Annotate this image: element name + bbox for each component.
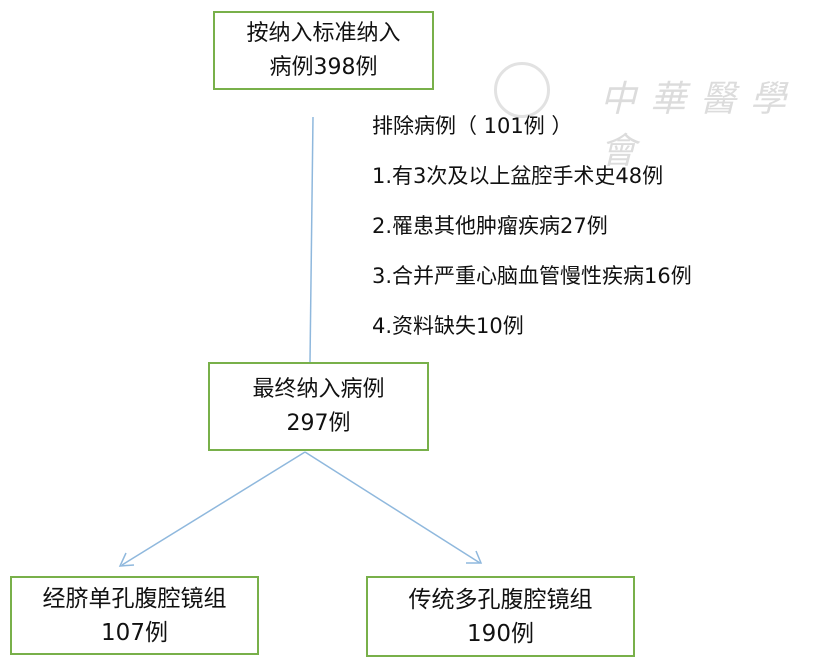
exclusion-item: 1.有3次及以上盆腔手术史48例 (372, 164, 664, 188)
arrow-right (304, 451, 481, 564)
enrolled-label: 按纳入标准纳入 (246, 20, 401, 46)
final-box: 最终纳入病例 297例 (208, 362, 429, 451)
watermark-seal-icon (494, 62, 550, 118)
arrow-left (121, 451, 306, 566)
enrolled-count: 病例398例 (269, 54, 378, 80)
multi-port-label: 传统多孔腹腔镜组 (408, 586, 593, 613)
exclusion-item: 3.合并严重心脑血管慢性疾病16例 (372, 264, 692, 288)
multi-port-box: 传统多孔腹腔镜组 190例 (366, 576, 635, 657)
arrowhead-right-icon (466, 550, 483, 564)
single-port-box: 经脐单孔腹腔镜组 107例 (10, 576, 259, 655)
exclusion-item: 2.罹患其他肿瘤疾病27例 (372, 214, 608, 238)
connector-line (309, 116, 314, 363)
exclusion-item: 4.资料缺失10例 (372, 314, 524, 338)
exclusion-title: 排除病例（ 101例 ） (372, 114, 573, 138)
final-count: 297例 (286, 410, 351, 436)
multi-port-count: 190例 (467, 620, 534, 647)
watermark-text: 中華醫學會 (600, 79, 801, 172)
single-port-label: 经脐单孔腹腔镜组 (42, 585, 227, 612)
arrowhead-left-icon (118, 552, 135, 567)
single-port-count: 107例 (101, 619, 168, 646)
enrolled-box: 按纳入标准纳入 病例398例 (213, 11, 434, 90)
final-label: 最终纳入病例 (252, 376, 385, 402)
